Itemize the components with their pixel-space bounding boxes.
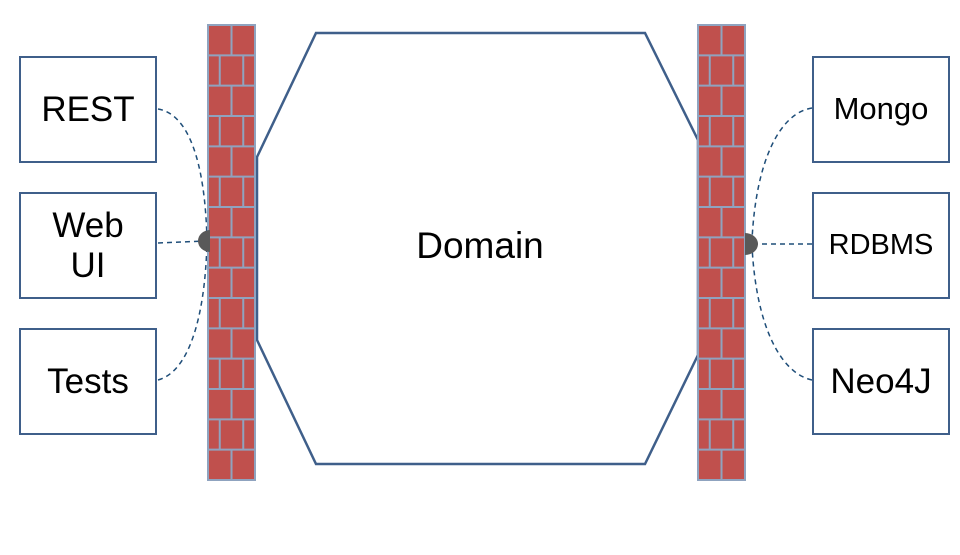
left-connectors [157, 108, 208, 381]
left-port [198, 230, 210, 252]
rdbms-adapter-box: RDBMS [812, 192, 950, 299]
tests-label: Tests [47, 361, 129, 401]
rest-adapter-box: REST [19, 56, 157, 163]
mongo-label: Mongo [833, 91, 929, 127]
neo4j-label: Neo4J [830, 361, 932, 401]
left-brick-wall [207, 24, 256, 481]
rdbms-label: RDBMS [828, 229, 934, 262]
right-connectors [751, 107, 813, 381]
connector-neo4j [751, 245, 813, 381]
connector-web-ui [157, 240, 206, 244]
neo4j-adapter-box: Neo4J [812, 328, 950, 435]
connector-rest [157, 108, 208, 241]
web-ui-label: Web UI [52, 206, 124, 285]
right-brick-wall [697, 24, 746, 481]
connector-mongo [751, 107, 813, 241]
rest-label: REST [41, 89, 135, 129]
connector-tests [157, 241, 208, 381]
right-port [745, 233, 758, 255]
domain-label: Domain [416, 225, 544, 266]
domain-hexagon [255, 31, 700, 466]
mongo-adapter-box: Mongo [812, 56, 950, 163]
web-ui-adapter-box: Web UI [19, 192, 157, 299]
tests-adapter-box: Tests [19, 328, 157, 435]
